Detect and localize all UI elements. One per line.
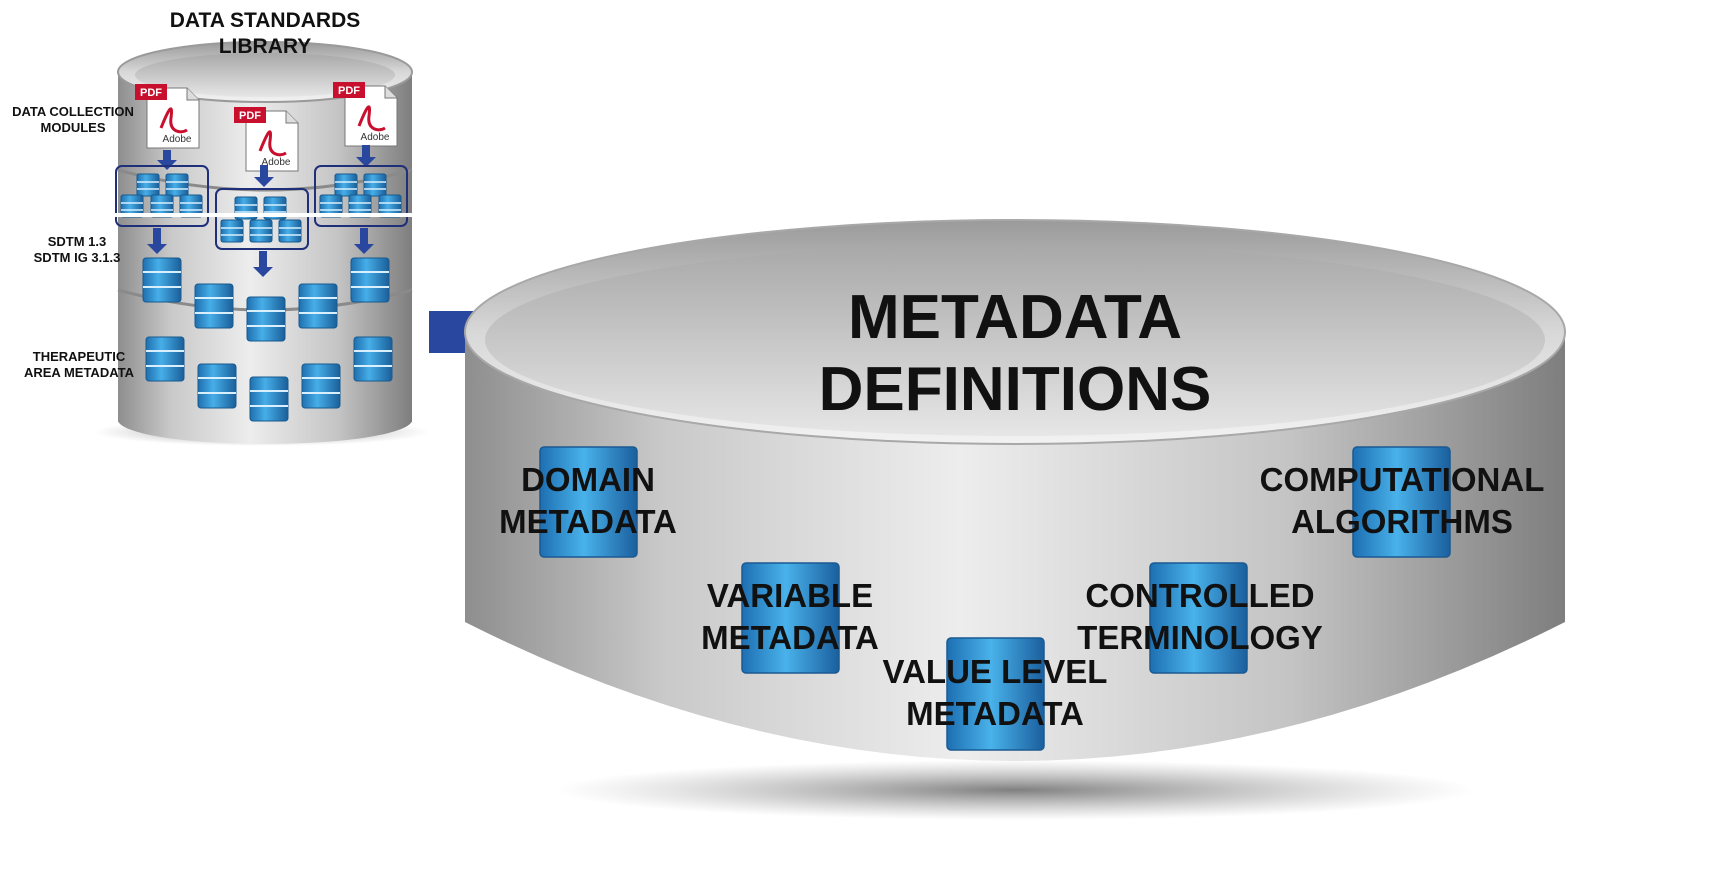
pdf-document-icon: PDF Adobe [234,107,300,173]
variable-metadata-database-icon [741,562,840,674]
controlled-terminology-label: CONTROLLED TERMINOLOGY [1077,577,1323,656]
flow-arrows-middle [147,228,374,277]
computational-algorithms-label: COMPUTATIONAL ALGORITHMS [1259,461,1545,540]
pdf-document-icon: PDF Adobe [333,82,399,148]
value-level-metadata-label: VALUE LEVEL METADATA [882,653,1108,732]
svg-text:PDF: PDF [239,110,261,122]
data-collection-modules-label: DATA COLLECTION MODULES [12,104,134,135]
layer-divider [110,213,420,217]
svg-text:Adobe: Adobe [163,134,192,145]
svg-text:PDF: PDF [140,87,162,99]
controlled-terminology-database-icon [1149,562,1248,674]
metadata-definitions-cylinder [464,219,1566,820]
therapeutic-area-metadata-label: THERAPEUTIC AREA METADATA [23,349,134,380]
library-title: DATA STANDARDS LIBRARY [169,9,361,58]
sdtm-label: SDTM 1.3 SDTM IG 3.1.3 [33,234,121,265]
svg-text:Adobe: Adobe [361,132,390,143]
svg-text:PDF: PDF [338,85,360,97]
variable-metadata-label: VARIABLE METADATA [701,577,879,656]
svg-text:Adobe: Adobe [262,157,291,168]
pdf-document-icon: PDF Adobe [135,84,201,150]
value-level-metadata-database-icon [946,637,1045,751]
computational-algorithms-database-icon [1352,446,1451,558]
data-collection-module-center [215,188,309,250]
domain-metadata-label: DOMAIN METADATA [499,461,677,540]
data-collection-module-left [115,165,209,227]
metadata-definitions-title: METADATA DEFINITIONS [818,283,1212,424]
domain-metadata-database-icon [539,446,638,558]
data-collection-module-right [314,165,408,227]
